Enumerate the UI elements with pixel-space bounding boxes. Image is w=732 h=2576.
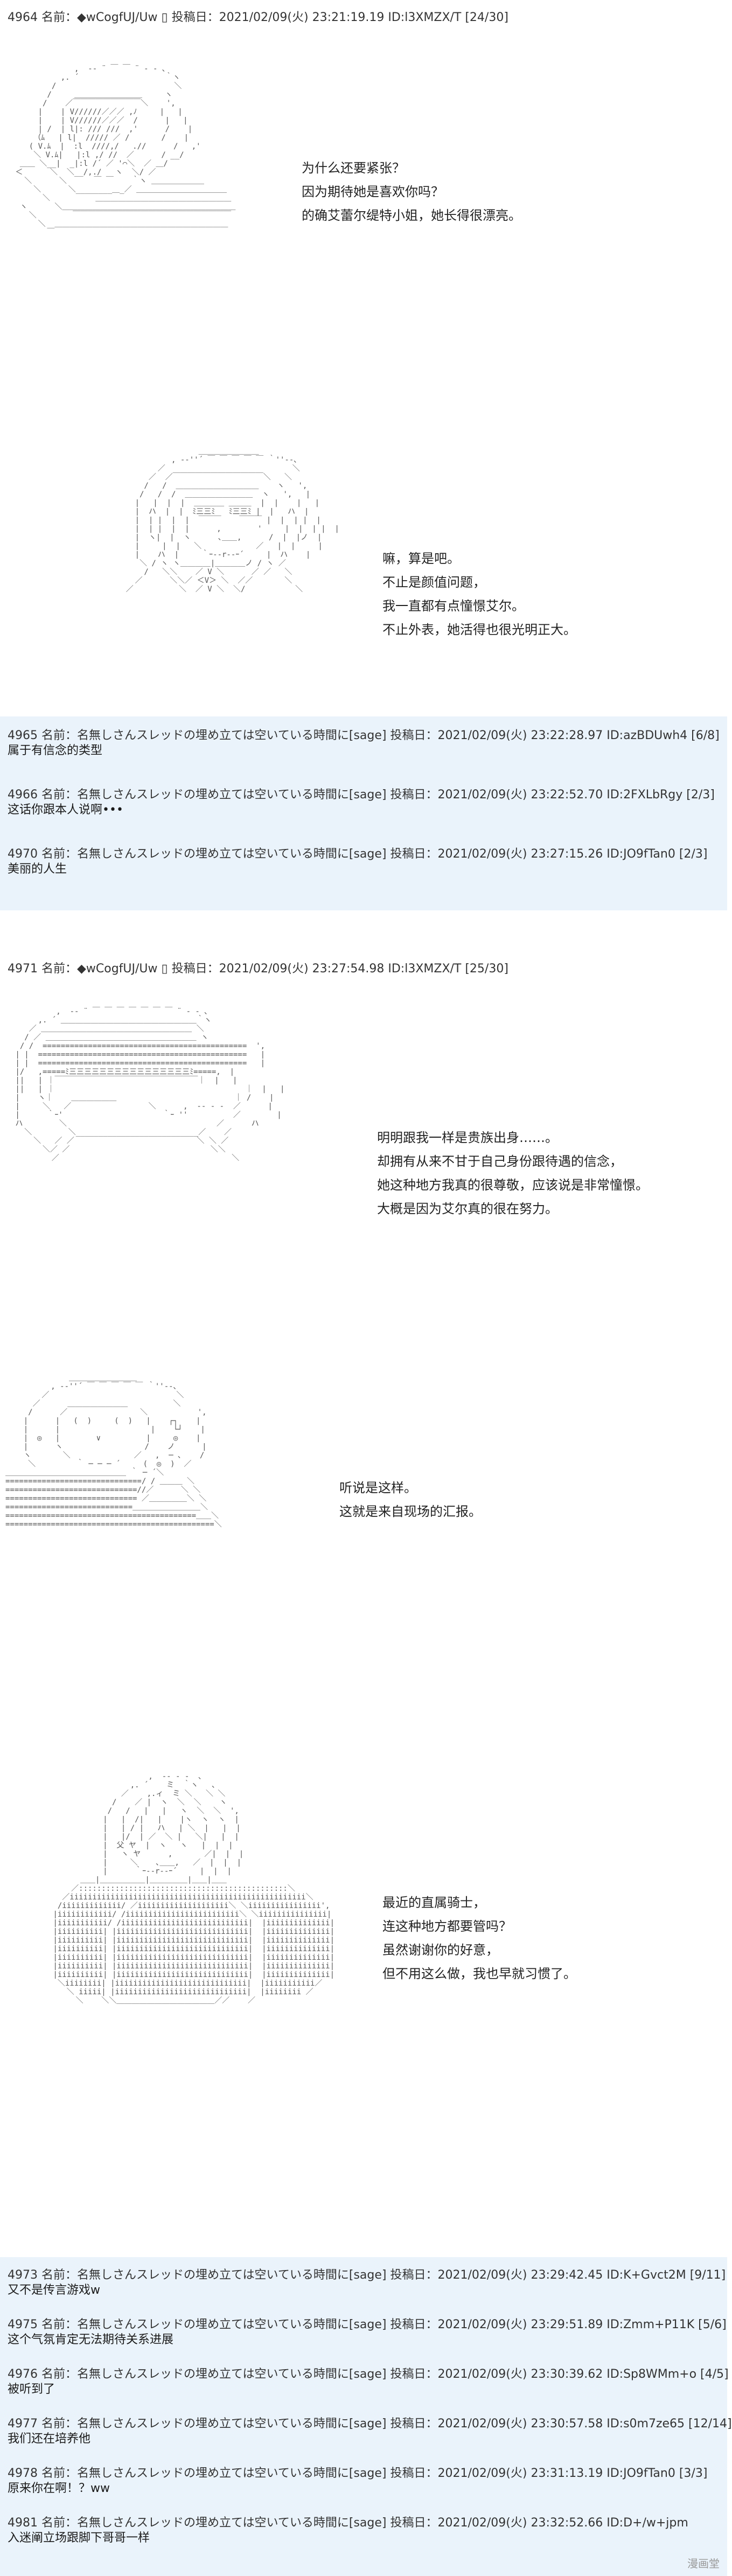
reply-meta: 4978 名前：名無しさんスレッドの埋め立ては空いている時間に[sage] 投稿…	[8, 2467, 708, 2480]
reply-meta: 4966 名前：名無しさんスレッドの埋め立ては空いている時間に[sage] 投稿…	[8, 788, 715, 802]
reply-4977: 4977 名前：名無しさんスレッドの埋め立ては空いている時間に[sage] 投稿…	[8, 2417, 732, 2447]
post-header-4971: 4971 名前：◆wCogfUJ/Uw ▯ 投稿日：2021/02/09(火) …	[8, 959, 508, 976]
reply-body: 原来你在啊！？ww	[8, 2482, 110, 2495]
watermark: 漫画堂	[687, 2557, 720, 2570]
reply-body: 这个气氛肯定无法期待关系进展	[8, 2333, 174, 2347]
reply-meta: 4965 名前：名無しさんスレッドの埋め立ては空いている時間に[sage] 投稿…	[8, 729, 720, 742]
reply-4973: 4973 名前：名無しさんスレッドの埋め立ては空いている時間に[sage] 投稿…	[8, 2268, 726, 2298]
reply-4970: 4970 名前：名無しさんスレッドの埋め立ては空いている時間に[sage] 投稿…	[8, 847, 707, 877]
reply-body: 这话你跟本人说啊•••	[8, 803, 123, 817]
dialog-line: 为什么还要紧张？	[302, 161, 405, 176]
dialog-line: 她这种地方我真的很尊敬，应该说是非常憧憬。	[377, 1178, 649, 1193]
reply-block-b: 4973 名前：名無しさんスレッドの埋め立ては空いている時間に[sage] 投稿…	[0, 2257, 732, 2576]
dialog-panel-1: 为什么还要紧张？ 因为期待她是喜欢你吗？ 的确艾蕾尔缇特小姐，她长得很漂亮。	[302, 156, 521, 227]
dialog-line: 听说是这样。	[339, 1480, 417, 1495]
post-header-text: 4971 名前：◆wCogfUJ/Uw ▯ 投稿日：2021/02/09(火) …	[8, 962, 508, 976]
dialog-line: 大概是因为艾尔真的很在努力。	[377, 1201, 558, 1216]
dialog-line: 不止是颜值问题，	[382, 575, 486, 590]
reply-body: 又不是传言游戏w	[8, 2283, 100, 2297]
dialog-line: 虽然谢谢你的好意，	[382, 1943, 499, 1958]
reply-meta: 4981 名前：名無しさんスレッドの埋め立ては空いている時間に[sage] 投稿…	[8, 2516, 688, 2530]
dialog-line: 嘛，算是吧。	[382, 551, 460, 566]
reply-body: 被听到了	[8, 2383, 55, 2396]
reply-4981: 4981 名前：名無しさんスレッドの埋め立ては空いている時間に[sage] 投稿…	[8, 2516, 688, 2546]
reply-meta: 4970 名前：名無しさんスレッドの埋め立ては空いている時間に[sage] 投稿…	[8, 847, 708, 861]
reply-4976: 4976 名前：名無しさんスレッドの埋め立ては空いている時間に[sage] 投稿…	[8, 2367, 729, 2397]
dialog-line: 却拥有从来不甘于自己身份跟待遇的信念，	[377, 1154, 623, 1169]
ascii-art-hatted-figure: ＿＿＿＿＿＿＿＿＿ , -‐''´ ￣ ￣ ￣ ￣ ￣ ｀''‐-､ ／ ＼ ／…	[5, 1374, 222, 1529]
reply-4966: 4966 名前：名無しさんスレッドの埋め立ては空いている時間に[sage] 投稿…	[8, 788, 715, 818]
dialog-line: 我一直都有点憧憬艾尔。	[382, 598, 525, 614]
reply-meta: 4976 名前：名無しさんスレッドの埋め立ては空いている時間に[sage] 投稿…	[8, 2368, 729, 2381]
ascii-art-boy: ＿＿＿＿＿＿＿＿ , -‐''´ ￣ ￣ ￣ ￣ ￣ ｀''‐-､ ／ ＼ ／ …	[126, 447, 339, 594]
reply-meta: 4973 名前：名無しさんスレッドの埋め立ては空いている時間に[sage] 投稿…	[8, 2268, 726, 2282]
dialog-line: 这就是来自现场的汇报。	[339, 1504, 482, 1519]
dialog-line: 最近的直属骑士，	[382, 1895, 486, 1910]
post-header-4964: 4964 名前：◆wCogfUJ/Uw ▯ 投稿日：2021/02/09(火) …	[8, 8, 508, 25]
reply-block-a: 4965 名前：名無しさんスレッドの埋め立ては空いている時間に[sage] 投稿…	[0, 716, 727, 910]
ascii-art-girl-hat: , -‐ ¨ ￣ ￣ ¨ ‐ - ､ ,. ´ ｀ヽ / ＼ / ＿＿＿＿＿＿＿…	[15, 65, 236, 237]
reply-meta: 4975 名前：名無しさんスレッドの埋め立ては空いている時間に[sage] 投稿…	[8, 2318, 727, 2331]
dialog-line: 不止外表，她活得也很光明正大。	[382, 622, 576, 637]
dialog-line: 的确艾蕾尔缇特小姐，她长得很漂亮。	[302, 208, 521, 223]
reply-4978: 4978 名前：名無しさんスレッドの埋め立ては空いている時間に[sage] 投稿…	[8, 2466, 707, 2496]
reply-meta: 4977 名前：名無しさんスレッドの埋め立ては空いている時間に[sage] 投稿…	[8, 2417, 732, 2431]
reply-4965: 4965 名前：名無しさんスレッドの埋め立ては空いている時間に[sage] 投稿…	[8, 728, 720, 758]
dialog-line: 连这种地方都要管吗？	[382, 1919, 512, 1934]
reply-body: 属于有信念的类型	[8, 744, 103, 757]
dialog-line: 明明跟我一样是贵族出身……。	[377, 1130, 558, 1145]
post-header-text: 4964 名前：◆wCogfUJ/Uw ▯ 投稿日：2021/02/09(火) …	[8, 11, 508, 24]
ascii-art-girl-shadowed: , -‐ ¨ ￣ ￣ ￣ ￣ ￣ ￣ ￣ ¨ ‐ - ､ ,. ´ ＿＿＿＿＿＿…	[15, 1007, 285, 1162]
dialog-line: 但不用这么做，我也早就习惯了。	[382, 1966, 576, 1981]
dialog-panel-5: 最近的直属骑士， 连这种地方都要管吗？ 虽然谢谢你的好意， 但不用这么做，我也早…	[382, 1891, 576, 1986]
dialog-panel-2: 嘛，算是吧。 不止是颜值问题， 我一直都有点憧憬艾尔。 不止外表，她活得也很光明…	[382, 547, 576, 642]
ascii-art-long-hair-girl: , -‐ ‐ - ､ ,. ´ ミ ｀ヽ ､ ／ ,.ィ ミ ＼ ＼ ＼ / ／…	[53, 1772, 335, 2005]
reply-4975: 4975 名前：名無しさんスレッドの埋め立ては空いている時間に[sage] 投稿…	[8, 2317, 727, 2348]
reply-body: 入迷阐立场跟脚下哥哥一样	[8, 2531, 150, 2545]
reply-body: 我们还在培养他	[8, 2432, 91, 2446]
dialog-line: 因为期待她是喜欢你吗？	[302, 184, 444, 199]
reply-body: 美丽的人生	[8, 862, 67, 876]
dialog-panel-4: 听说是这样。 这就是来自现场的汇报。	[339, 1476, 482, 1523]
dialog-panel-3: 明明跟我一样是贵族出身……。 却拥有从来不甘于自己身份跟待遇的信念， 她这种地方…	[377, 1126, 649, 1221]
